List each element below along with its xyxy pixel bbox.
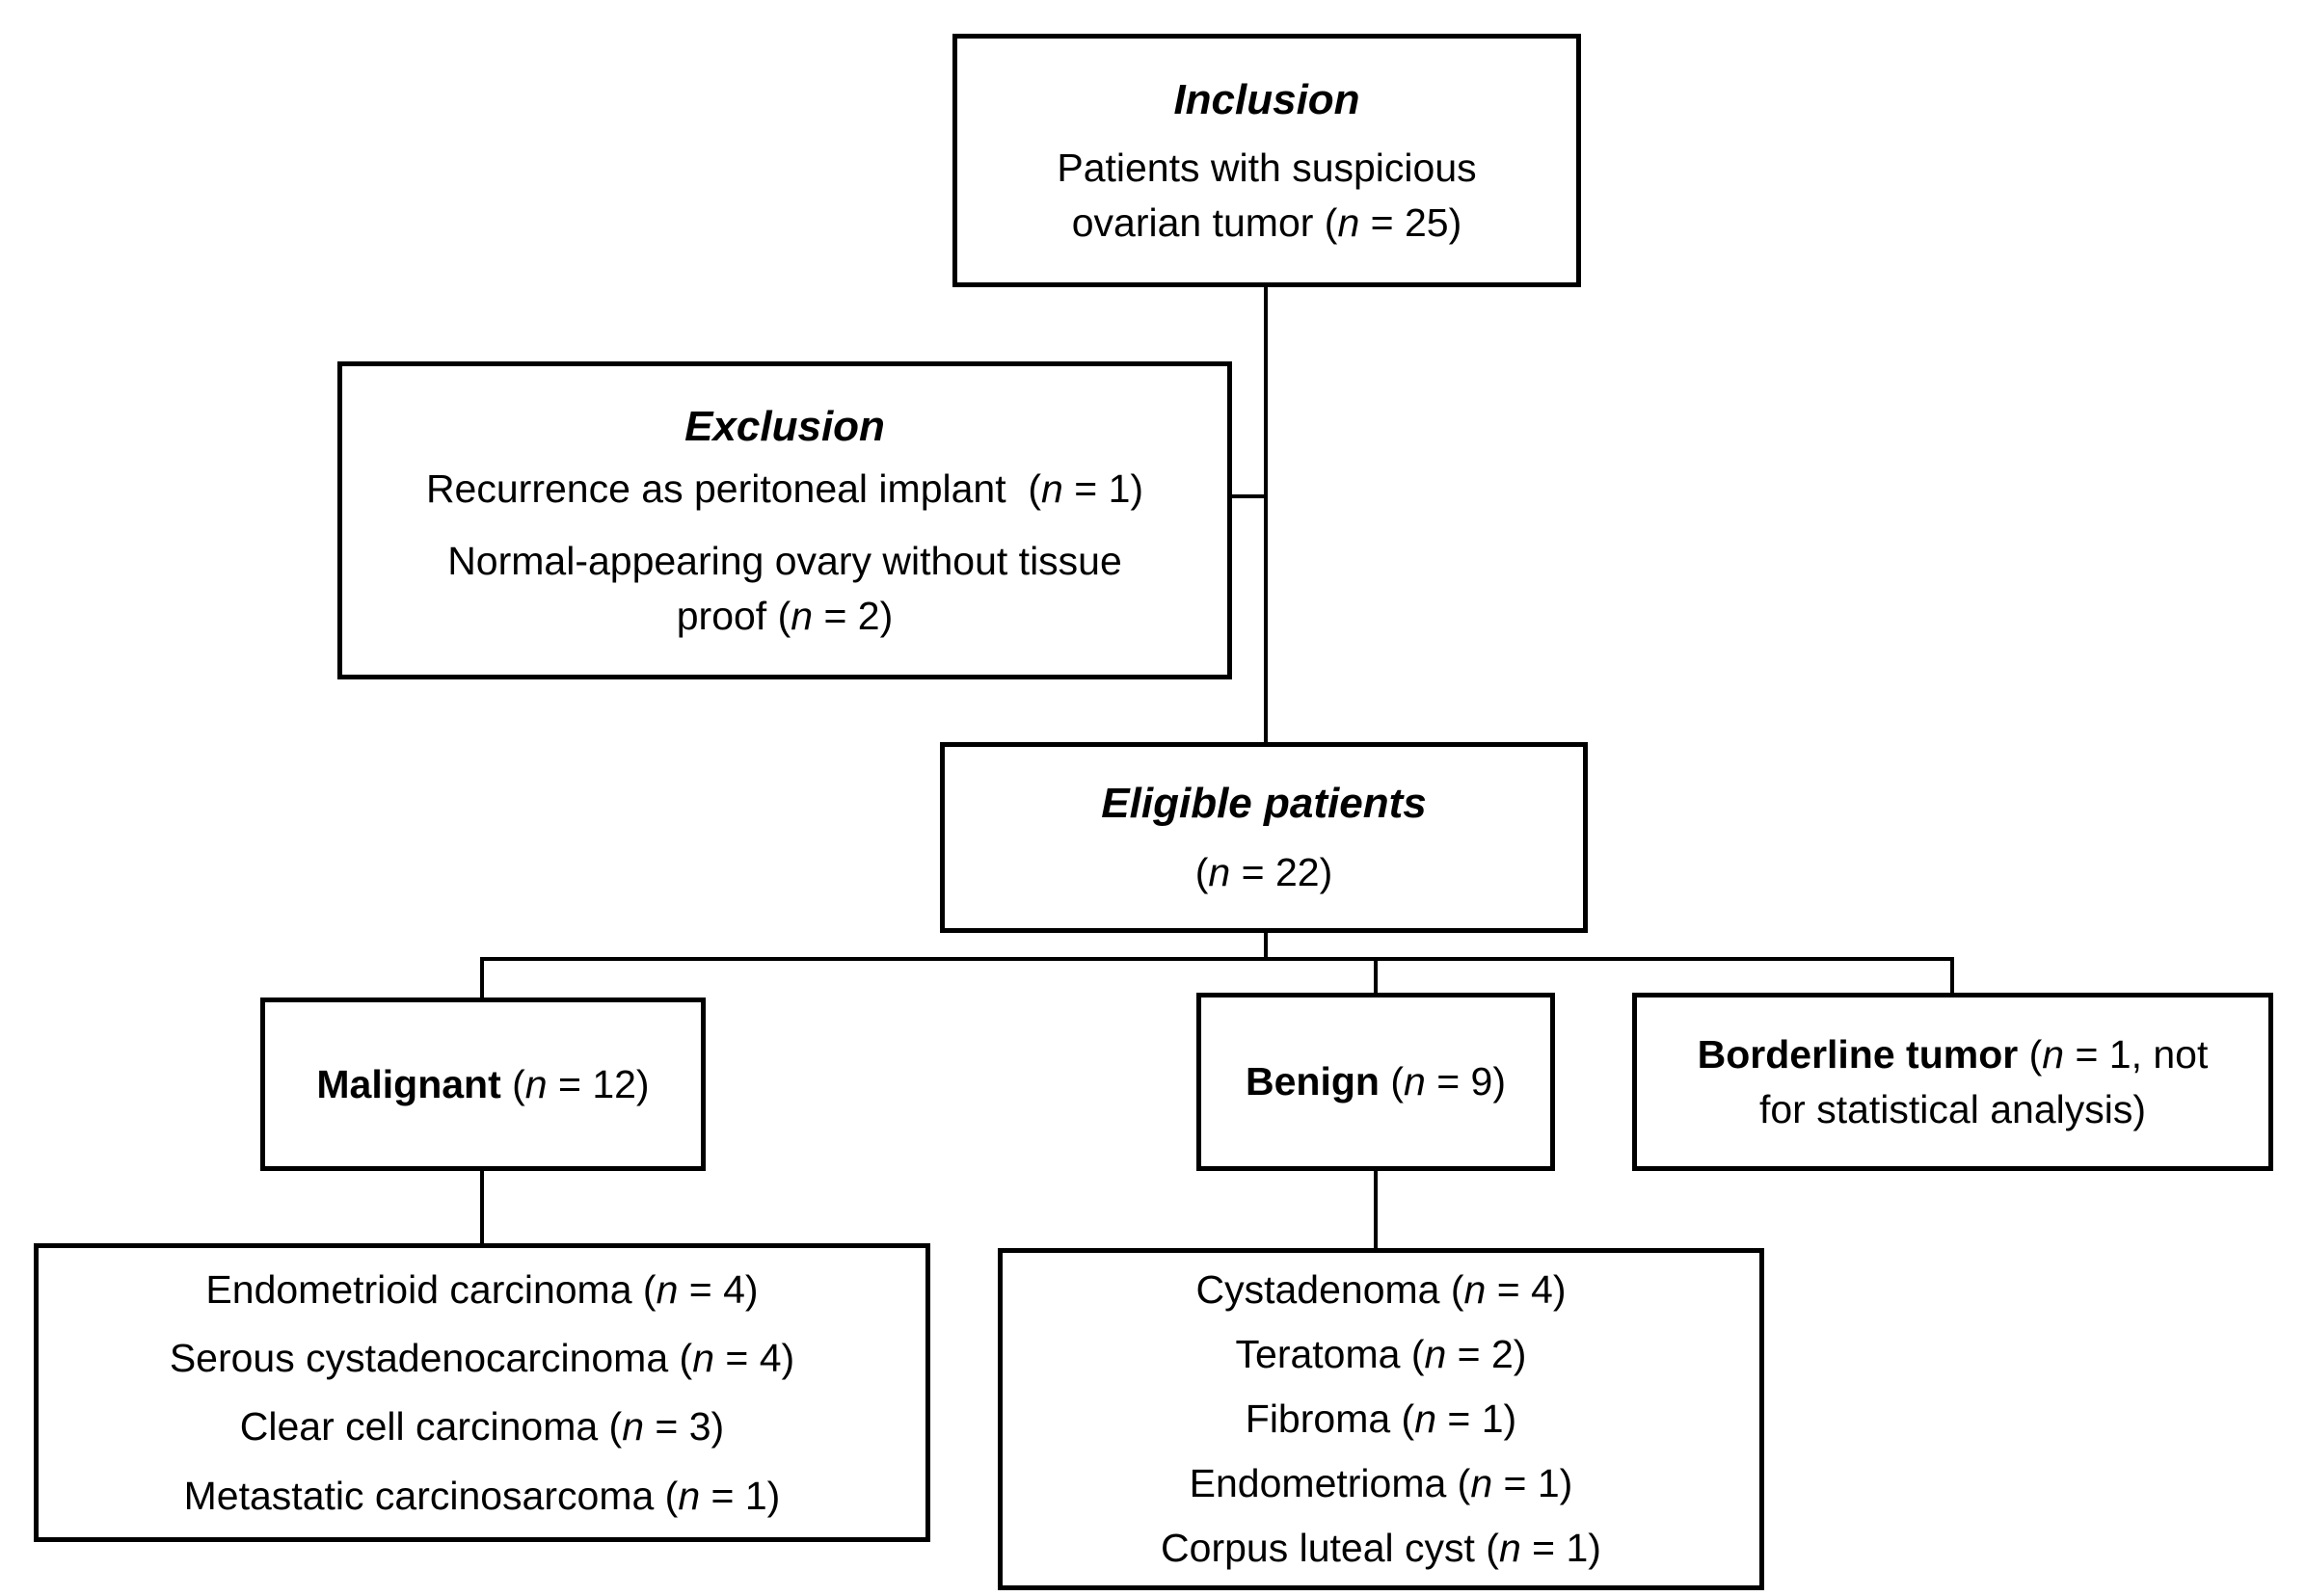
text-line: proof (n = 2) [677, 589, 894, 644]
text-segment: for statistical analysis) [1758, 1086, 2146, 1131]
text-segment: n [2042, 1031, 2065, 1077]
malignant-box: Malignant (n = 12) [260, 998, 706, 1171]
text-segment: Teratoma ( [1235, 1332, 1425, 1377]
text-segment: Eligible patients [1101, 780, 1427, 828]
text-line: ovarian tumor (n = 25) [1072, 196, 1462, 251]
text-segment: Endometrioma ( [1189, 1461, 1471, 1506]
connector-drop-to-borderline [1950, 959, 1954, 993]
text-segment: n [1424, 1332, 1447, 1377]
text-segment: = 3) [644, 1404, 725, 1450]
text-segment: n [678, 1473, 701, 1518]
text-segment: ( [1194, 850, 1209, 895]
text-line: Corpus luteal cyst (n = 1) [1161, 1521, 1601, 1576]
text-segment: n [1041, 466, 1063, 512]
text-segment: ovarian tumor ( [1071, 200, 1338, 245]
text-segment: n [1208, 850, 1231, 895]
text-line: for statistical analysis) [1759, 1082, 2146, 1137]
text-segment: Exclusion [684, 402, 885, 450]
text-line: Benign (n = 9) [1246, 1054, 1506, 1109]
text-segment: = 25) [1359, 200, 1462, 245]
text-segment: n [1463, 1267, 1487, 1313]
text-segment: n [791, 593, 814, 638]
text-segment: n [1414, 1396, 1437, 1442]
text-segment: ( [500, 1061, 525, 1106]
text-segment: Malignant [316, 1061, 501, 1106]
text-segment: = 12) [547, 1061, 650, 1106]
text-segment: = 1) [1062, 466, 1144, 512]
text-segment: Borderline tumor [1697, 1031, 2019, 1077]
benign-box: Benign (n = 9) [1196, 993, 1555, 1171]
text-line: Fibroma (n = 1) [1246, 1392, 1516, 1447]
text-segment: Normal-appearing ovary without tissue [447, 539, 1122, 584]
text-segment: ( [1379, 1059, 1404, 1104]
text-line: Eligible patients [1101, 775, 1426, 834]
connector-inclusion-to-eligible [1264, 287, 1268, 742]
text-line: Clear cell carcinoma (n = 3) [240, 1399, 724, 1454]
text-segment: = 2) [1446, 1332, 1527, 1377]
text-segment: = 1) [1492, 1461, 1573, 1506]
connector-benign-to-subtypes [1374, 1171, 1378, 1248]
text-line: Normal-appearing ovary without tissue [447, 534, 1122, 589]
text-segment: = 1) [1436, 1396, 1517, 1442]
text-segment: ( [2018, 1031, 2043, 1077]
text-segment: Serous cystadenocarcinoma ( [169, 1336, 693, 1381]
text-line: (n = 22) [1195, 845, 1332, 900]
text-segment: Metastatic carcinosarcoma ( [183, 1473, 679, 1518]
text-line: Borderline tumor (n = 1, not [1698, 1027, 2209, 1082]
text-segment: = 1) [700, 1473, 781, 1518]
text-segment: = 4) [1486, 1267, 1567, 1313]
text-line: Endometrioma (n = 1) [1190, 1456, 1573, 1511]
text-line: Inclusion [1173, 71, 1359, 130]
text-line: Endometrioid carcinoma (n = 4) [205, 1263, 758, 1317]
connector-exclusion-branch [1232, 494, 1268, 498]
text-segment: Recurrence as peritoneal implant ( [425, 466, 1042, 512]
text-segment: n [622, 1404, 645, 1450]
text-segment: n [1337, 200, 1360, 245]
text-segment: = 4) [678, 1266, 759, 1312]
text-segment: proof ( [676, 593, 791, 638]
text-line: Teratoma (n = 2) [1236, 1327, 1527, 1382]
text-segment: = 4) [714, 1336, 795, 1381]
connector-drop-to-malignant [480, 959, 484, 998]
text-line: Metastatic carcinosarcoma (n = 1) [184, 1469, 781, 1524]
text-segment: = 2) [813, 593, 894, 638]
text-segment: n [1470, 1461, 1493, 1506]
text-segment: Inclusion [1173, 75, 1360, 123]
text-segment: n [656, 1266, 679, 1312]
text-line: Malignant (n = 12) [316, 1057, 649, 1112]
text-segment: n [692, 1336, 714, 1381]
text-line: Patients with suspicious [1057, 141, 1476, 196]
connector-malignant-to-subtypes [480, 1171, 484, 1243]
text-segment: Fibroma ( [1245, 1396, 1415, 1442]
eligible-patients-box: Eligible patients (n = 22) [940, 742, 1588, 933]
connector-drop-to-benign [1374, 959, 1378, 993]
text-line: Exclusion [684, 398, 885, 457]
text-segment: = 22) [1230, 850, 1333, 895]
text-line: Serous cystadenocarcinoma (n = 4) [170, 1331, 794, 1386]
text-segment: Corpus luteal cyst ( [1161, 1526, 1499, 1571]
text-segment: n [524, 1061, 548, 1106]
text-segment: n [1498, 1526, 1521, 1571]
text-segment: n [1403, 1059, 1426, 1104]
text-segment: = 1) [1520, 1526, 1601, 1571]
text-line: Cystadenoma (n = 4) [1195, 1263, 1566, 1317]
text-segment: Clear cell carcinoma ( [239, 1404, 623, 1450]
connector-eligible-stub [1264, 933, 1268, 961]
benign-subtypes-box: Cystadenoma (n = 4)Teratoma (n = 2)Fibro… [998, 1248, 1764, 1590]
text-segment: Benign [1246, 1059, 1380, 1104]
malignant-subtypes-box: Endometrioid carcinoma (n = 4)Serous cys… [34, 1243, 930, 1542]
text-line: Recurrence as peritoneal implant (n = 1) [426, 462, 1143, 517]
text-segment: Cystadenoma ( [1195, 1267, 1464, 1313]
text-segment: = 9) [1425, 1059, 1506, 1104]
text-segment: Patients with suspicious [1057, 146, 1477, 191]
text-segment: Endometrioid carcinoma ( [205, 1266, 657, 1312]
connector-branch-horizontal [480, 957, 1954, 961]
text-segment: = 1, not [2064, 1031, 2209, 1077]
